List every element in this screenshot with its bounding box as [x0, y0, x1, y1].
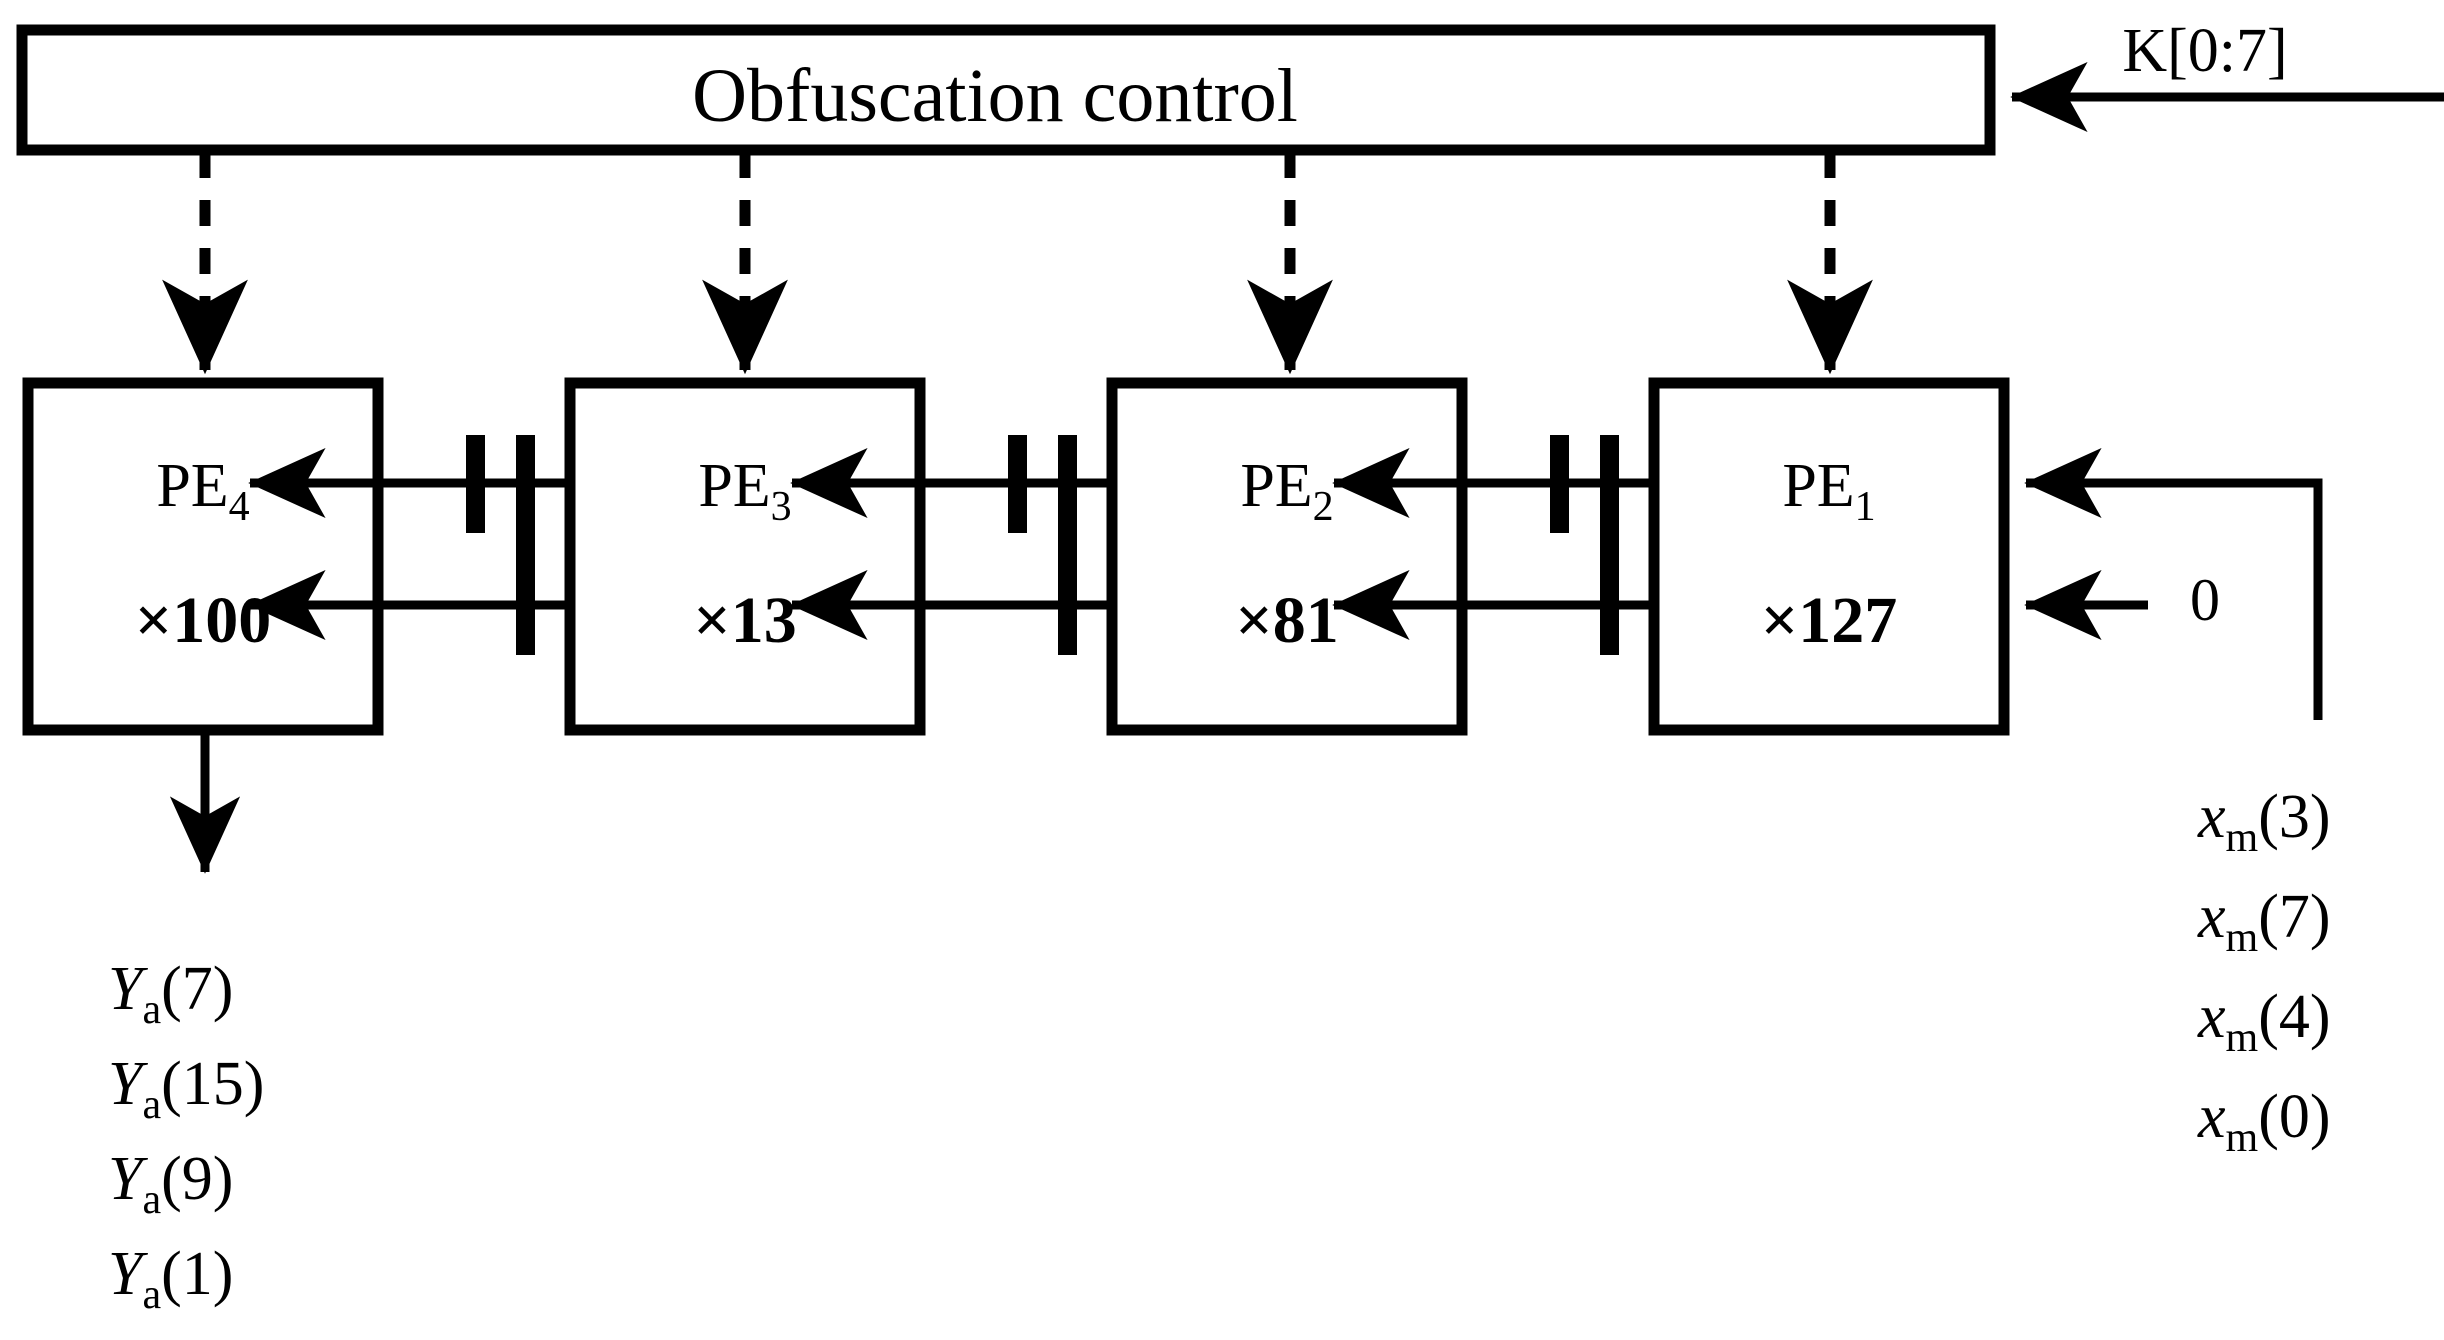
input-symbol-0: x [2198, 783, 2226, 851]
register-tall-pe1-pe2 [1600, 435, 1619, 655]
input-arg-0: (3) [2258, 783, 2331, 851]
output-label-0: Ya(7) [108, 955, 234, 1031]
pe1-index: 1 [1854, 484, 1876, 530]
pe1-box [1648, 377, 2010, 736]
output-symbol-2: Y [108, 1145, 143, 1213]
input-subscript-3: m [2225, 1115, 2259, 1161]
output-symbol-1: Y [108, 1050, 143, 1118]
pe2-label: PE2 [1112, 452, 1462, 528]
pe3-name: PE [698, 452, 771, 520]
input-label-3: xm(0) [2198, 1083, 2331, 1159]
register-short-pe2-pe3 [1008, 435, 1027, 533]
pe4-label: PE4 [28, 452, 378, 528]
obfuscation-control-title: Obfuscation control [692, 54, 1298, 138]
pe4-name: PE [156, 452, 229, 520]
output-arg-0: (7) [161, 955, 234, 1023]
output-symbol-0: Y [108, 955, 143, 1023]
pe3-index: 3 [770, 484, 792, 530]
output-subscript-2: a [142, 1177, 162, 1223]
output-label-3: Ya(1) [108, 1240, 234, 1316]
output-subscript-0: a [142, 987, 162, 1033]
pe2-multiplier: ×81 [1235, 584, 1339, 657]
input-symbol-3: x [2198, 1083, 2226, 1151]
input-subscript-0: m [2225, 815, 2259, 861]
pe2-name: PE [1240, 452, 1313, 520]
pe4-box [22, 377, 384, 736]
output-arg-3: (1) [161, 1240, 234, 1308]
output-subscript-1: a [142, 1082, 162, 1128]
output-symbol-3: Y [108, 1240, 143, 1308]
pe3-label: PE3 [570, 452, 920, 528]
pe2-index: 2 [1312, 484, 1334, 530]
pe3-box [564, 377, 926, 736]
output-arg-2: (9) [161, 1145, 234, 1213]
pe2-box [1106, 377, 1468, 736]
register-tall-pe2-pe3 [1058, 435, 1077, 655]
sample-input-route [2024, 447, 2323, 720]
constant-zero-label: 0 [2190, 567, 2220, 633]
input-arg-2: (4) [2258, 983, 2331, 1051]
key-input-label: K[0:7] [2122, 17, 2288, 85]
input-symbol-1: x [2198, 883, 2226, 951]
input-label-1: xm(7) [2198, 883, 2331, 959]
register-tall-pe3-pe4 [516, 435, 535, 655]
input-subscript-2: m [2225, 1015, 2259, 1061]
output-subscript-3: a [142, 1272, 162, 1318]
pe1-name: PE [1782, 452, 1855, 520]
obfuscation-control-box [16, 24, 1996, 156]
output-arg-1: (15) [161, 1050, 265, 1118]
input-arg-3: (0) [2258, 1083, 2331, 1151]
register-short-pe3-pe4 [466, 435, 485, 533]
input-subscript-1: m [2225, 915, 2259, 961]
pe1-label: PE1 [1654, 452, 2004, 528]
pe3-multiplier: ×13 [693, 584, 797, 657]
pe1-multiplier: ×127 [1760, 584, 1898, 657]
register-short-pe1-pe2 [1550, 435, 1569, 533]
input-arg-1: (7) [2258, 883, 2331, 951]
input-symbol-2: x [2198, 983, 2226, 1051]
input-label-2: xm(4) [2198, 983, 2331, 1059]
input-label-0: xm(3) [2198, 783, 2331, 859]
pe4-index: 4 [228, 484, 250, 530]
pe4-multiplier: ×100 [134, 584, 272, 657]
output-label-1: Ya(15) [108, 1050, 265, 1126]
output-label-2: Ya(9) [108, 1145, 234, 1221]
